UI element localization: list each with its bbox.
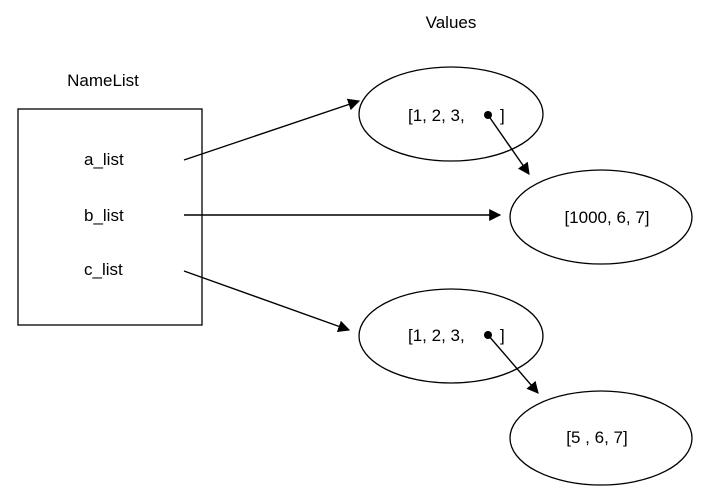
values-title: Values <box>426 13 477 32</box>
value-sublist-1 <box>509 169 693 265</box>
namelist-title: NameList <box>67 71 139 90</box>
namelist-box <box>17 108 203 326</box>
value-list-2 <box>358 288 544 384</box>
arrow-c-list-to-list-2 <box>183 270 351 333</box>
value-list-1 <box>358 66 544 162</box>
arrow-list-2-to-sublist-2 <box>487 334 539 394</box>
name-a-list: a_list <box>84 150 124 169</box>
name-b-list: b_list <box>84 206 124 225</box>
list-2-tail-text: ] <box>500 326 505 345</box>
list-2-head-text: [1, 2, 3, <box>408 326 465 345</box>
name-c-list: c_list <box>84 260 123 279</box>
arrow-a-list-to-list-1 <box>183 98 361 161</box>
list-1-head-text: [1, 2, 3, <box>408 106 465 125</box>
arrow-list-1-to-sublist-1 <box>487 114 530 175</box>
value-sublist-2 <box>509 390 693 486</box>
list-1-tail-text: ] <box>500 106 505 125</box>
sublist-1-text: [1000, 6, 7] <box>564 208 649 227</box>
sublist-2-text: [5 , 6, 7] <box>566 428 627 447</box>
